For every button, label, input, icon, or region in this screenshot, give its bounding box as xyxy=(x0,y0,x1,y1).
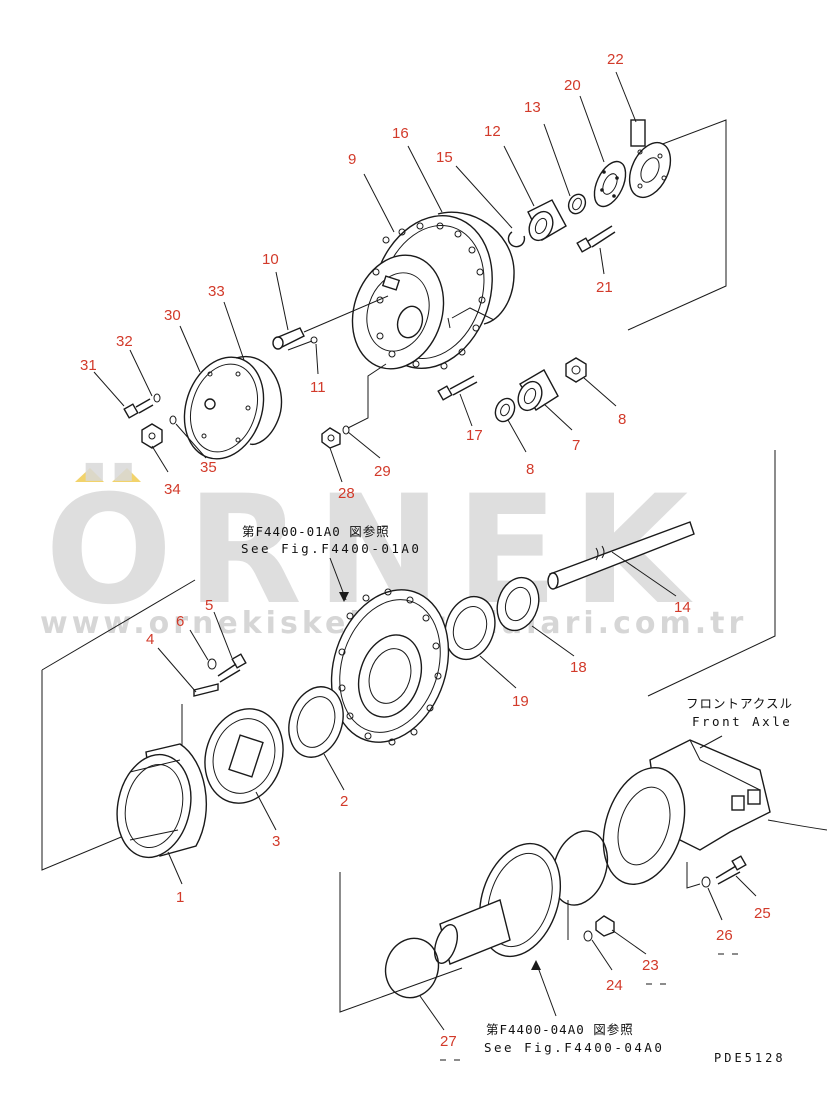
ref-bottom-jp: 第F4400-04A0 図参照 xyxy=(486,1022,634,1037)
part-11-pin xyxy=(287,336,318,351)
part-9-carrier-housing xyxy=(351,214,493,370)
part-34-plug xyxy=(141,423,163,449)
part-24-o-ring xyxy=(583,930,593,942)
part-23-plug xyxy=(595,915,615,937)
callout-2: 2 xyxy=(340,793,348,810)
arrow-top-ref xyxy=(339,592,349,602)
callout-16: 16 xyxy=(392,125,409,142)
callout-19: 19 xyxy=(512,693,529,710)
part-25-bolt xyxy=(715,855,747,885)
callout-18: 18 xyxy=(570,659,587,676)
callout-9: 9 xyxy=(348,151,356,168)
part-35-o-ring xyxy=(169,415,177,425)
front-axle-housing xyxy=(602,739,827,885)
callout-24: 24 xyxy=(606,977,623,994)
arrow-bottom-ref xyxy=(531,960,541,970)
part-13-ring xyxy=(567,193,587,215)
part-32-washer xyxy=(153,393,161,403)
part-20-plate xyxy=(593,160,627,208)
callout-32: 32 xyxy=(116,333,133,350)
callout-17: 17 xyxy=(466,427,483,444)
part-7-bearing xyxy=(517,369,559,412)
part-1-ring-gear xyxy=(116,743,207,859)
callout-23: 23 xyxy=(642,957,659,974)
front-axle-jp: フロントアクスル xyxy=(686,696,793,711)
callout-26: 26 xyxy=(716,927,733,944)
part-5-bolt xyxy=(217,653,247,683)
ref-top-en: See Fig.F4400-01A0 xyxy=(241,541,421,556)
watermark-accent-left xyxy=(75,468,104,482)
part-22-flange xyxy=(628,119,672,199)
callout-29: 29 xyxy=(374,463,391,480)
part-31-bolt xyxy=(123,398,154,419)
wheel-hub xyxy=(330,588,450,746)
part-19-bearing xyxy=(444,595,496,661)
callout-7: 7 xyxy=(572,437,580,454)
callout-34: 34 xyxy=(164,481,181,498)
callout-27: 27 xyxy=(440,1033,457,1050)
part-30-cover xyxy=(183,356,265,460)
part-33-o-ring xyxy=(235,355,283,446)
callout-8-upper: 8 xyxy=(618,411,626,428)
ref-top-jp: 第F4400-01A0 図参照 xyxy=(242,524,390,539)
callout-5: 5 xyxy=(205,597,213,614)
part-27-o-ring xyxy=(384,937,440,999)
callout-13: 13 xyxy=(524,99,541,116)
callout-6: 6 xyxy=(176,613,184,630)
part-6-washer xyxy=(207,658,217,670)
part-14-shaft xyxy=(547,521,695,590)
callout-25: 25 xyxy=(754,905,771,922)
callout-31: 31 xyxy=(80,357,97,374)
part-3-gear-carrier xyxy=(204,708,284,804)
callout-11: 11 xyxy=(310,379,326,396)
callout-22: 22 xyxy=(607,51,624,68)
part-28-plug xyxy=(321,427,341,449)
callout-20: 20 xyxy=(564,77,581,94)
part-29-o-ring xyxy=(342,425,350,435)
leader-lines xyxy=(93,71,757,1031)
callout-1: 1 xyxy=(176,889,184,906)
watermark-accent-right xyxy=(112,468,141,482)
callout-33: 33 xyxy=(208,283,225,300)
callout-8-lower: 8 xyxy=(526,461,534,478)
callout-35: 35 xyxy=(200,459,217,476)
callout-numbers: 22 20 13 12 16 15 9 10 21 33 30 32 31 11… xyxy=(80,51,771,1050)
part-8-nut-upper xyxy=(565,357,587,383)
callout-12: 12 xyxy=(484,123,501,140)
figure-code: PDE5128 xyxy=(714,1051,786,1065)
part-18-seal xyxy=(496,576,540,632)
part-16-snap-ring xyxy=(437,211,515,325)
part-17-bolt xyxy=(437,375,478,401)
reference-labels: 第F4400-01A0 図参照 See Fig.F4400-01A0 フロントア… xyxy=(241,524,793,1065)
callout-21: 21 xyxy=(596,279,613,296)
spindle xyxy=(433,842,562,965)
part-12-bearing xyxy=(527,199,567,242)
part-8-nut-lower xyxy=(494,397,516,423)
front-axle-en: Front Axle xyxy=(692,714,792,729)
callout-3: 3 xyxy=(272,833,280,850)
ref-bottom-en: See Fig.F4400-04A0 xyxy=(484,1040,664,1055)
callout-14: 14 xyxy=(674,599,691,616)
part-21-bolt xyxy=(576,225,616,253)
group-frame-lines xyxy=(41,119,776,1013)
dash-marks xyxy=(440,953,738,1061)
part-15-snap-ring xyxy=(507,231,526,248)
callout-15: 15 xyxy=(436,149,453,166)
callout-30: 30 xyxy=(164,307,181,324)
callout-10: 10 xyxy=(262,251,279,268)
callout-4: 4 xyxy=(146,631,154,648)
part-10-pin xyxy=(272,295,495,350)
part-2-bearing xyxy=(288,686,344,758)
callout-28: 28 xyxy=(338,485,355,502)
part-26-washer xyxy=(701,876,711,888)
